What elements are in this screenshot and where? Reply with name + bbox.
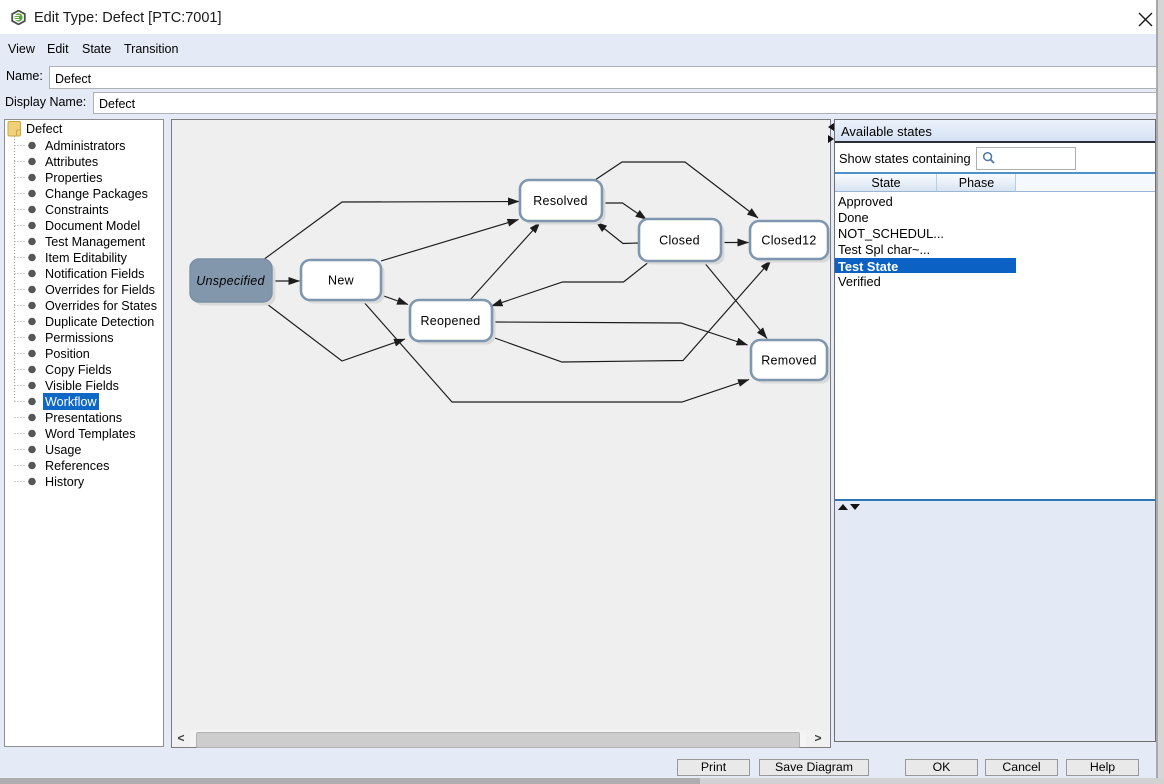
svg-text:Removed: Removed: [761, 354, 817, 368]
svg-text:Closed: Closed: [659, 234, 700, 248]
svg-text:Closed12: Closed12: [761, 234, 816, 248]
svg-text:Resolved: Resolved: [533, 194, 588, 208]
svg-text:New: New: [328, 274, 355, 288]
svg-text:Unspecified: Unspecified: [196, 274, 265, 288]
svg-text:Reopened: Reopened: [420, 314, 480, 328]
